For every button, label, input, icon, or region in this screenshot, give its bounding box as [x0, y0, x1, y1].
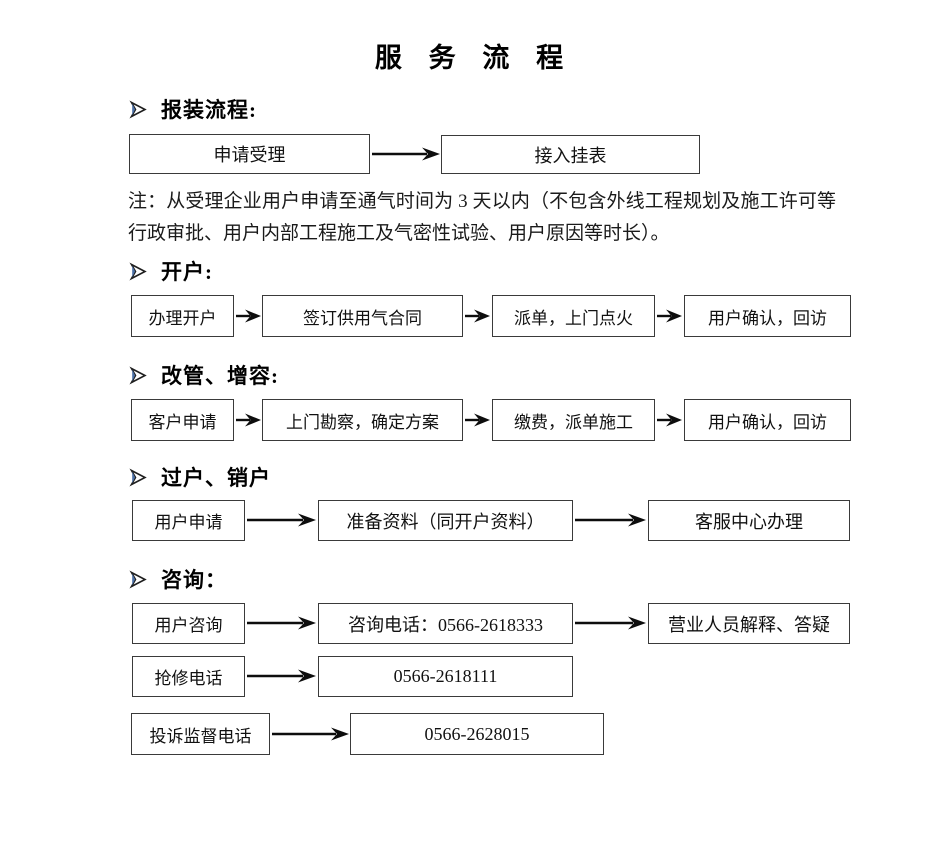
- installation-note: 注：从受理企业用户申请至通气时间为 3 天以内（不包含外线工程规划及施工许可等行…: [128, 191, 836, 244]
- arrow-repair: [247, 669, 316, 683]
- arrow-consult-row1-1: [247, 616, 316, 630]
- section-title-pipe-change: 改管、增容:: [161, 364, 279, 388]
- arrow-account-1: [236, 309, 261, 323]
- section-title-consultation: 咨询：: [161, 568, 227, 592]
- arrow-transfer-2: [575, 513, 646, 527]
- section-heading-installation: 报装流程:: [129, 94, 257, 124]
- flow-box-pipe-step-4: 用户确认，回访: [684, 399, 851, 441]
- flow-box-repair-label: 抢修电话: [132, 656, 245, 697]
- flow-box-transfer-step-3: 客服中心办理: [648, 500, 850, 541]
- section-heading-transfer-cancel: 过户、销户: [129, 462, 271, 492]
- section-heading-account-opening: 开户:: [129, 256, 213, 286]
- arrowhead-bullet-icon: [129, 100, 148, 119]
- section-title-installation: 报装流程:: [161, 98, 257, 122]
- arrow-account-3: [657, 309, 682, 323]
- page-title: 服 务 流 程: [374, 43, 574, 73]
- flow-box-installation-step-1: 申请受理: [129, 134, 370, 174]
- flow-box-repair-phone: 0566-2618111: [318, 656, 573, 697]
- arrowhead-bullet-icon: [129, 468, 148, 487]
- section-title-account-opening: 开户:: [161, 260, 213, 284]
- flow-box-account-step-2: 签订供用气合同: [262, 295, 463, 337]
- flow-box-installation-step-2: 接入挂表: [441, 135, 700, 174]
- flow-box-transfer-step-1: 用户申请: [132, 500, 245, 541]
- flow-box-consult-response: 营业人员解释、答疑: [648, 603, 850, 644]
- section-title-transfer-cancel: 过户、销户: [161, 466, 271, 490]
- flow-box-account-step-4: 用户确认，回访: [684, 295, 851, 337]
- arrowhead-bullet-icon: [129, 366, 148, 385]
- flow-box-complaint-label: 投诉监督电话: [131, 713, 270, 755]
- arrow-pipe-1: [236, 413, 261, 427]
- section-heading-pipe-change: 改管、增容:: [129, 360, 279, 390]
- arrow-account-2: [465, 309, 490, 323]
- flow-box-account-step-1: 办理开户: [131, 295, 234, 337]
- arrow-installation-1: [372, 147, 440, 161]
- arrow-pipe-3: [657, 413, 682, 427]
- flow-box-pipe-step-2: 上门勘察，确定方案: [262, 399, 463, 441]
- arrow-complaint: [272, 727, 349, 741]
- flow-box-complaint-phone: 0566-2628015: [350, 713, 604, 755]
- arrow-pipe-2: [465, 413, 490, 427]
- flow-box-consult-phone: 咨询电话：0566-2618333: [318, 603, 573, 644]
- flow-box-transfer-step-2: 准备资料（同开户资料）: [318, 500, 573, 541]
- arrowhead-bullet-icon: [129, 570, 148, 589]
- flow-box-pipe-step-1: 客户申请: [131, 399, 234, 441]
- arrow-consult-row1-2: [575, 616, 646, 630]
- flow-box-pipe-step-3: 缴费，派单施工: [492, 399, 655, 441]
- flow-box-account-step-3: 派单，上门点火: [492, 295, 655, 337]
- arrowhead-bullet-icon: [129, 262, 148, 281]
- arrow-transfer-1: [247, 513, 316, 527]
- flow-box-consult-row1-step1: 用户咨询: [132, 603, 245, 644]
- section-heading-consultation: 咨询：: [129, 564, 227, 594]
